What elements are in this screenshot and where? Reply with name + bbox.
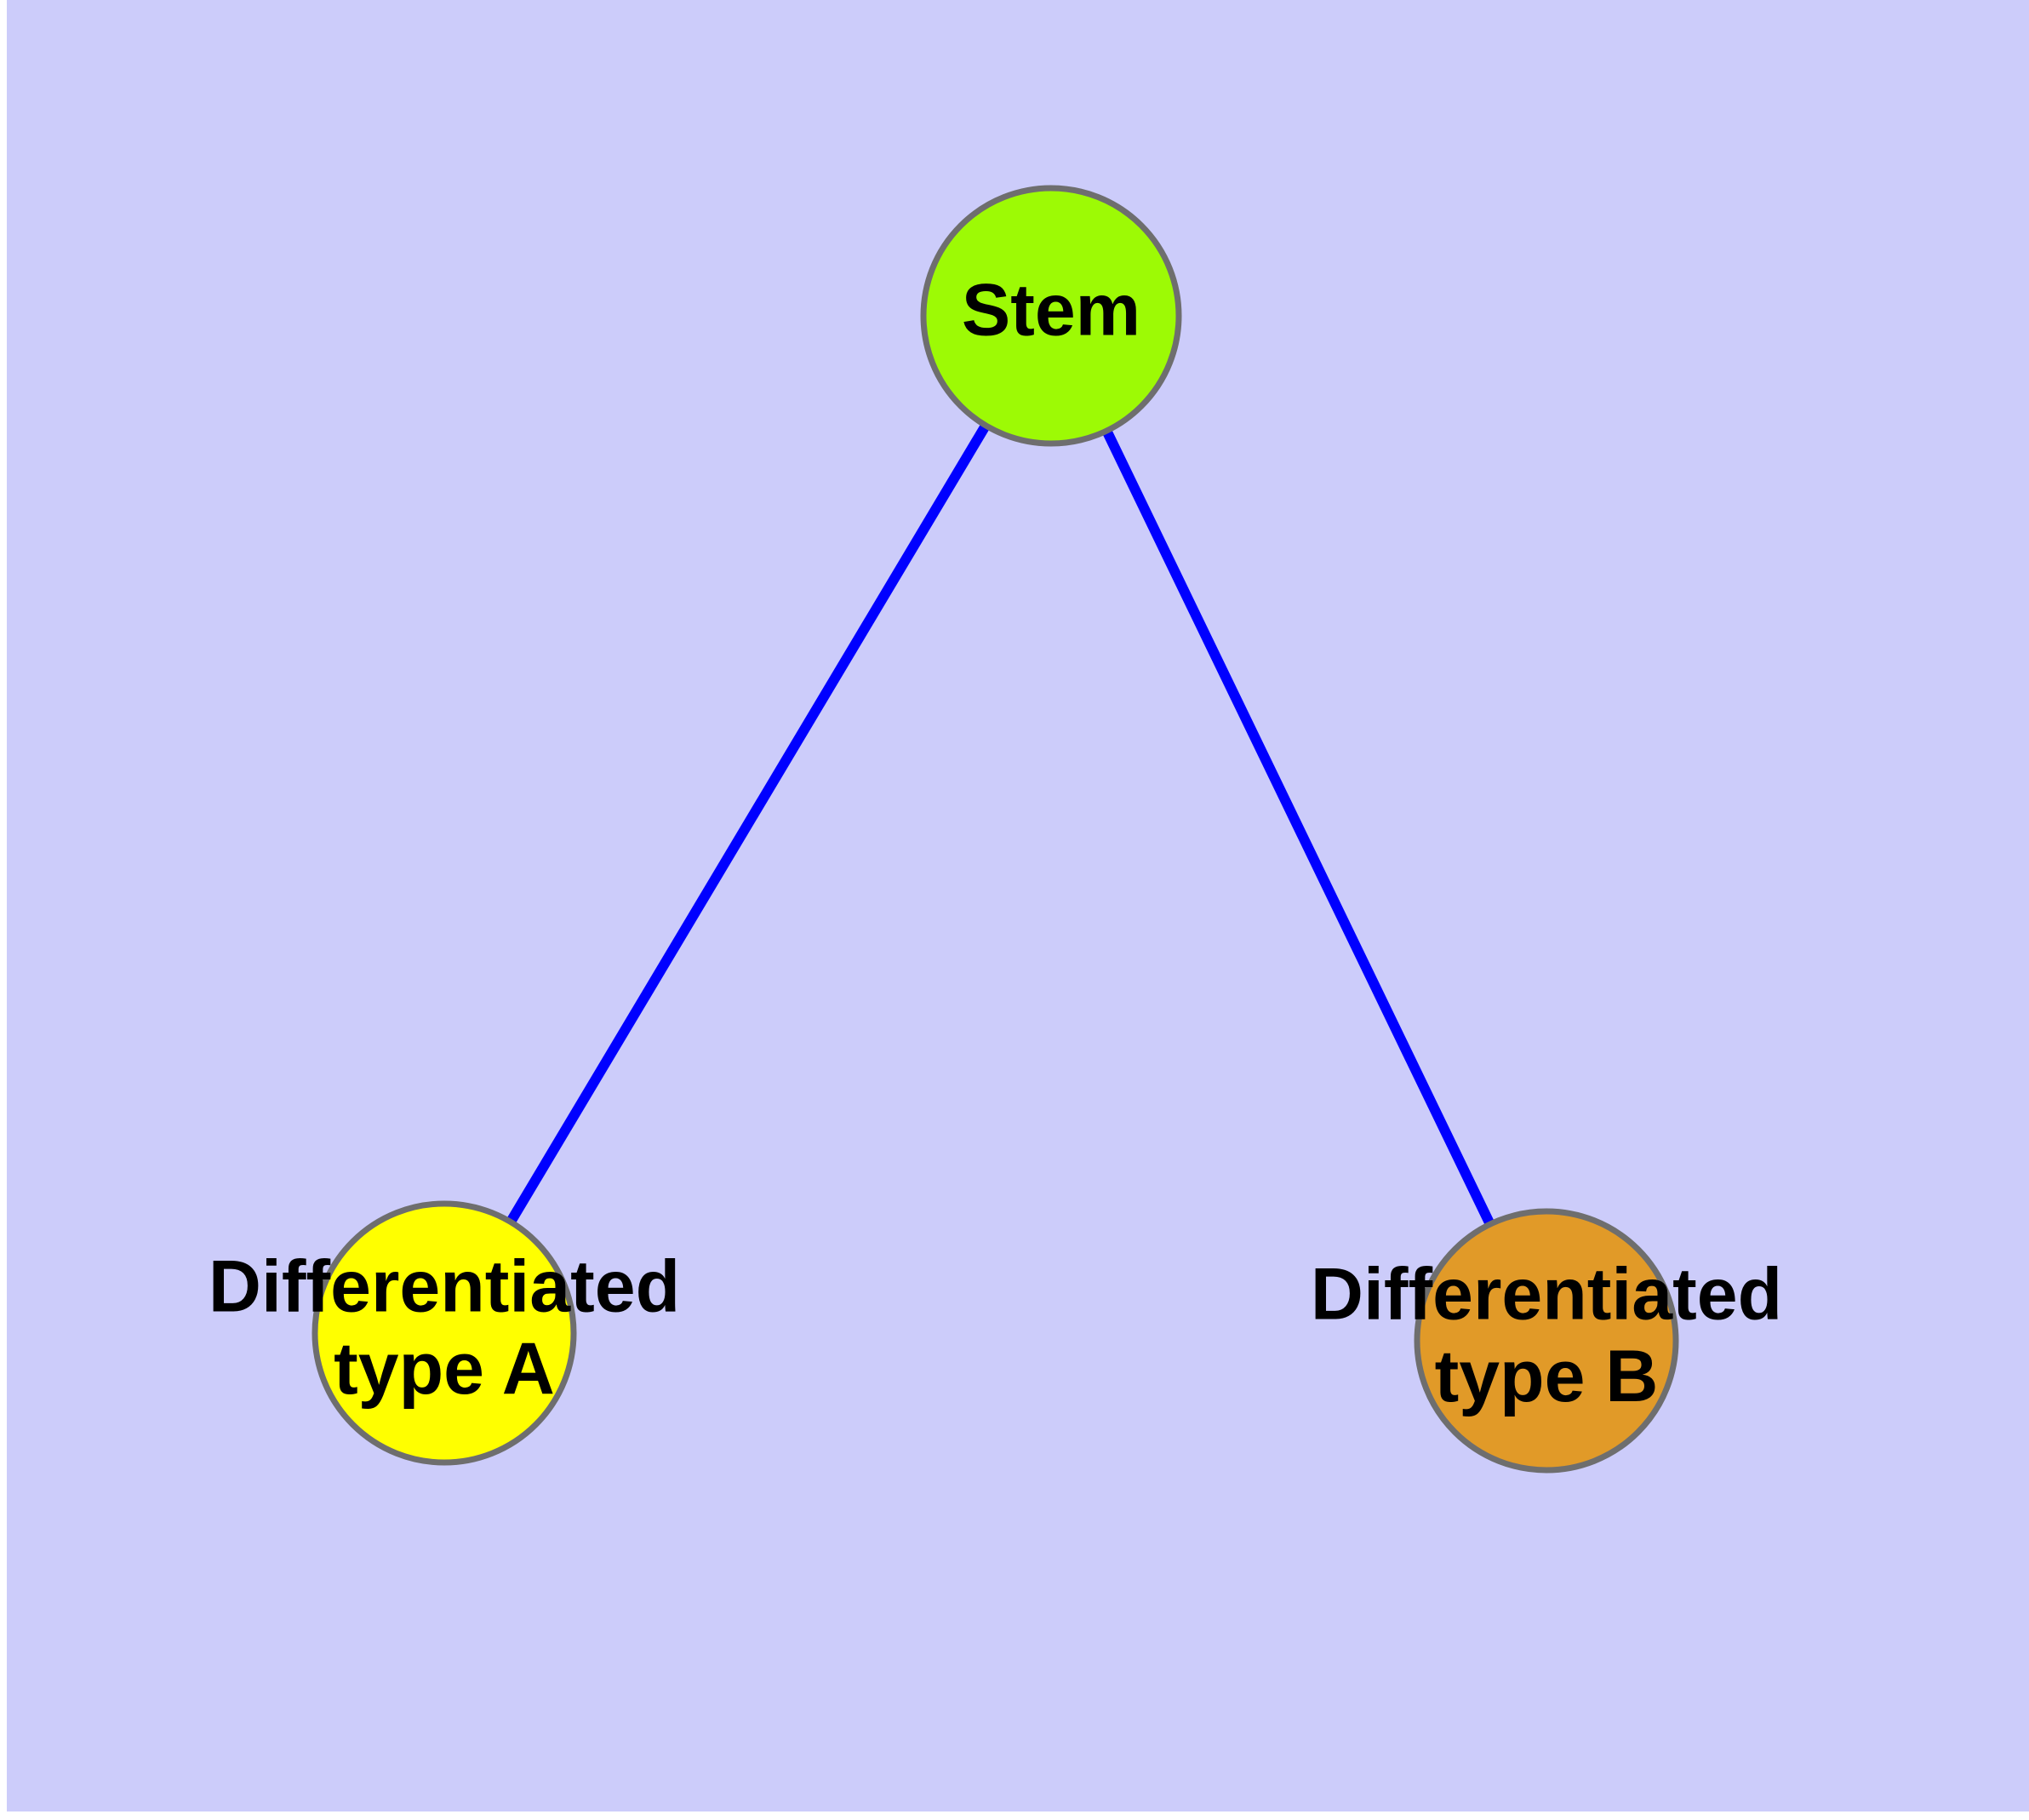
node-stem[interactable]: Stem	[920, 185, 1182, 447]
edge-layer	[439, 312, 1552, 1343]
node-stem-label: Stem	[962, 270, 1140, 352]
node-diff-a[interactable]: Differentiated type A	[209, 1200, 680, 1466]
node-diff-a-label: Differentiated	[209, 1246, 680, 1328]
node-diff-a-label-line2: type A	[334, 1328, 555, 1410]
edge-stem-to-diff-a[interactable]	[439, 312, 1056, 1336]
edge-stem-to-diff-b[interactable]	[1046, 313, 1552, 1343]
node-diff-a-circle[interactable]	[311, 1200, 577, 1466]
node-diff-b-label: Differentiated	[1311, 1254, 1782, 1336]
node-diff-b[interactable]: Differentiated type B	[1311, 1208, 1782, 1474]
node-diff-b-circle[interactable]	[1414, 1208, 1679, 1474]
node-layer: Stem Differentiated type A Differentiate…	[209, 185, 1782, 1474]
node-diff-b-label-line2: type B	[1435, 1336, 1659, 1417]
node-stem-circle[interactable]	[920, 185, 1182, 447]
